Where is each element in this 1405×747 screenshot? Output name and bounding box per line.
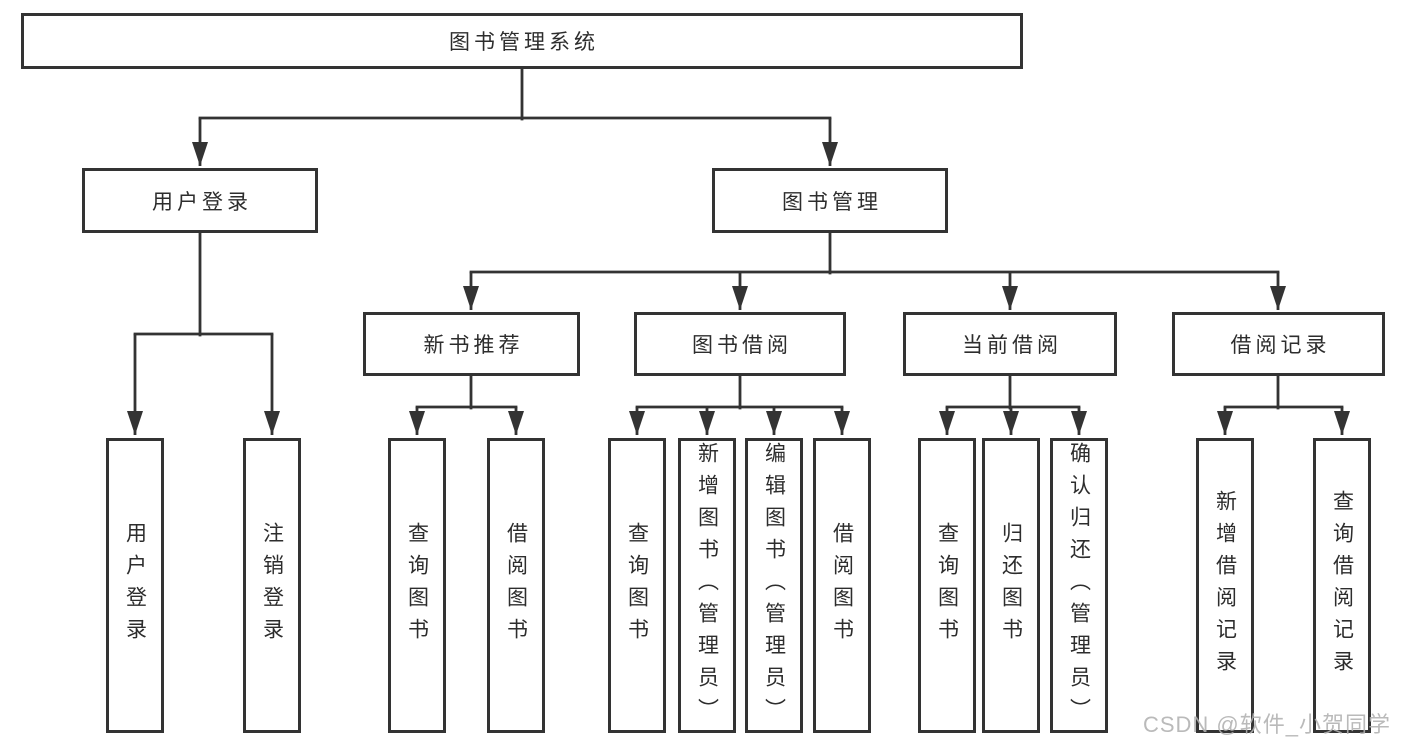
leaf-records-query-record: 查询借阅记录 (1313, 438, 1371, 733)
leaf-current-query-books: 查询图书 (918, 438, 976, 733)
node-borrow-records: 借阅记录 (1172, 312, 1385, 376)
leaf-borrow-query-books: 查询图书 (608, 438, 666, 733)
node-current-borrow: 当前借阅 (903, 312, 1117, 376)
leaf-records-add-record: 新增借阅记录 (1196, 438, 1254, 733)
node-book-management: 图书管理 (712, 168, 948, 233)
leaf-newbook-borrow-books: 借阅图书 (487, 438, 545, 733)
leaf-current-return-books: 归还图书 (982, 438, 1040, 733)
leaf-current-confirm-return-admin: 确认归还（管理员） (1050, 438, 1108, 733)
leaf-newbook-query-books: 查询图书 (388, 438, 446, 733)
leaf-borrow-edit-books-admin: 编辑图书（管理员） (745, 438, 803, 733)
node-user-login: 用户登录 (82, 168, 318, 233)
node-library-system: 图书管理系统 (21, 13, 1023, 69)
watermark: CSDN @软件_小贺同学 (1142, 712, 1391, 737)
leaf-borrow-add-books-admin: 新增图书（管理员） (678, 438, 736, 733)
leaf-borrow-borrow-books: 借阅图书 (813, 438, 871, 733)
node-new-book-recommend: 新书推荐 (363, 312, 580, 376)
leaf-logout: 注销登录 (243, 438, 301, 733)
leaf-user-login: 用户登录 (106, 438, 164, 733)
node-book-borrow: 图书借阅 (634, 312, 846, 376)
